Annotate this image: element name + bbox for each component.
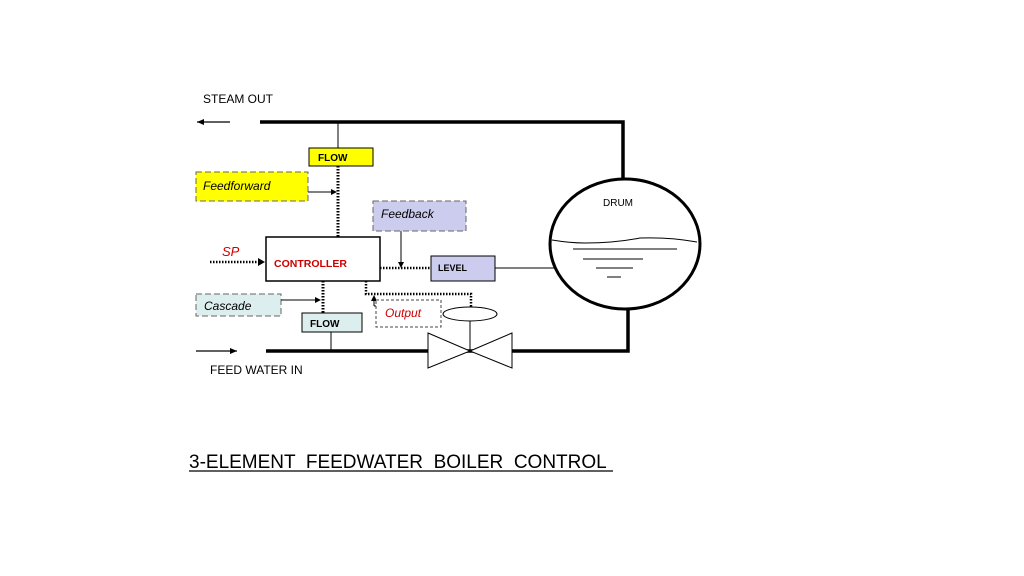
diagram-title: 3-ELEMENT FEEDWATER BOILER CONTROL [189,452,607,473]
output-signal [364,281,473,308]
feed-flow-label: FLOW [310,319,340,330]
cascade-label: Cascade [204,299,252,313]
controller-label: CONTROLLER [274,258,347,270]
valve-body-right [468,332,513,369]
water-surface [551,237,698,244]
feedforward-label: Feedforward [203,179,271,193]
valve-actuator [442,306,498,322]
steam-flow-label: FLOW [318,153,348,164]
output-block [375,299,442,328]
feed-pipe [266,308,630,353]
feed-water-in-label: FEED WATER IN [210,363,303,377]
feed-flow-block [301,312,363,333]
steam-flow-block [308,147,374,167]
drum-label: DRUM [603,198,633,209]
drum-vessel [548,177,702,311]
steam-out-label: STEAM OUT [203,92,274,106]
feedback-label: Feedback [381,207,435,221]
valve-body-left [427,332,472,369]
level-block [430,255,496,282]
output-label: Output [385,306,422,320]
feedforward-block [195,171,309,202]
setpoint-label: SP [222,244,240,259]
cascade-block [195,293,282,317]
setpoint-arrowhead [258,258,265,266]
level-label: LEVEL [438,263,468,273]
steam-pipe [260,120,625,180]
feedback-block [372,200,467,232]
